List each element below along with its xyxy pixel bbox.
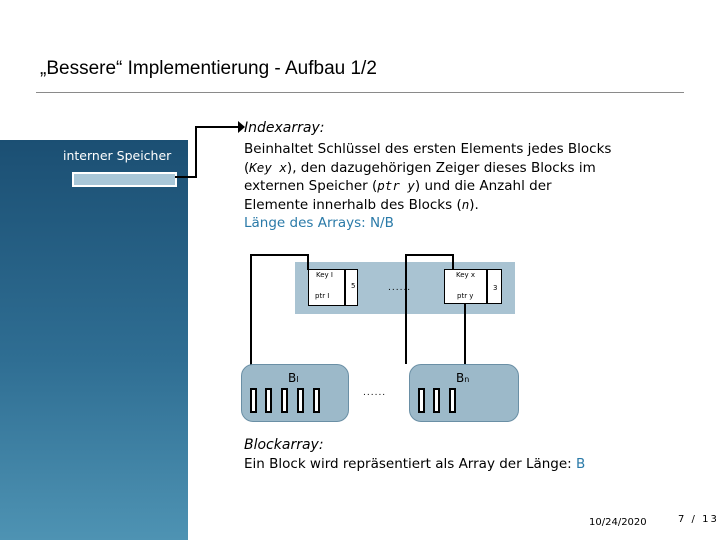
blockarray-length-value: B <box>576 456 586 472</box>
block-bn-label: Bn <box>456 371 469 385</box>
entry1-key: Key I <box>316 271 333 279</box>
slide-title: „Bessere“ Implementierung - Aufbau 1/2 <box>40 58 377 79</box>
title-divider <box>36 92 684 93</box>
indexarray-desc-line-2: (Key x), den dazugehörigen Zeiger dieses… <box>244 159 664 178</box>
b1-slot <box>313 388 320 413</box>
ptr2-line-down <box>464 304 466 364</box>
indexarray-length: Länge des Arrays: N/B <box>244 215 394 231</box>
indexarray-heading: Indexarray: <box>244 120 325 136</box>
entry1-count: 5 <box>351 282 356 290</box>
b1-slot <box>281 388 288 413</box>
n-code: n <box>461 196 470 212</box>
entry1-count-cell <box>345 269 358 306</box>
internal-memory-panel <box>0 140 188 540</box>
blocks-ellipsis: ...... <box>363 388 387 398</box>
desc-line-4-pre: Elemente innerhalb des Blocks ( <box>244 196 462 213</box>
entry2-key: Key x <box>456 271 476 279</box>
bn-slot <box>449 388 456 413</box>
ptr1-line-top <box>250 254 308 256</box>
b1-slot <box>297 388 304 413</box>
bn-letter: B <box>456 371 465 385</box>
entry2-count: 3 <box>493 284 498 292</box>
entry2-ptr: ptr y <box>457 292 474 300</box>
desc-line-3-rest: ) und die Anzahl der <box>414 178 552 194</box>
b1-slot <box>265 388 272 413</box>
ptrn-line-top <box>405 254 453 256</box>
ptr1-line-down-left <box>250 254 252 384</box>
blockarray-heading: Blockarray: <box>244 437 324 453</box>
arrow-head-icon <box>238 121 245 133</box>
ptrn-line-short <box>452 254 454 270</box>
bn-subscript: n <box>464 375 470 384</box>
block-bn <box>409 364 519 422</box>
desc-line-3-pre: externen Speicher ( <box>244 178 378 194</box>
key-x-code: Key x <box>249 159 287 175</box>
b1-subscript: I <box>296 375 299 384</box>
entry2-count-cell <box>487 269 502 304</box>
page-number: 7 / 13 <box>678 514 719 525</box>
ptr1-line-short <box>307 254 309 270</box>
indexarray-desc-line-1: Beinhaltet Schlüssel des ersten Elements… <box>244 141 612 157</box>
slide-date: 10/24/2020 <box>589 517 647 528</box>
bn-slot <box>418 388 425 413</box>
bn-slot <box>433 388 440 413</box>
ptr-y-code: ptr y <box>377 178 415 193</box>
desc-paren: ( <box>244 159 250 176</box>
desc-line-2-rest: ), den dazugehörigen Zeiger dieses Block… <box>286 159 596 176</box>
entry1-key-cell <box>308 269 345 306</box>
indexarray-description: Beinhaltet Schlüssel des ersten Elements… <box>244 140 664 233</box>
indexarray-desc-line-3: externen Speicher (ptr y) und die Anzahl… <box>244 177 664 196</box>
blockarray-description: Ein Block wird repräsentiert als Array d… <box>244 456 585 472</box>
b1-letter: B <box>288 371 297 385</box>
internal-memory-label: interner Speicher <box>63 148 172 163</box>
internal-memory-index-bar <box>72 172 177 187</box>
ptrn-line-down-left <box>405 254 407 364</box>
connector-memory-up <box>195 127 197 176</box>
indexarray-desc-line-4: Elemente innerhalb des Blocks (n). <box>244 196 664 215</box>
block-b1-label: BI <box>288 371 299 385</box>
connector-memory-in <box>175 176 197 178</box>
desc-line-4-rest: ). <box>469 196 479 213</box>
blockarray-desc-text: Ein Block wird repräsentiert als Array d… <box>244 456 577 472</box>
b1-slot <box>250 388 257 413</box>
entry1-ptr: ptr I <box>315 292 330 300</box>
connector-memory-right <box>195 126 240 128</box>
block-b1 <box>241 364 349 422</box>
index-ellipsis: ...... <box>388 283 412 293</box>
entry2-key-cell <box>444 269 487 304</box>
